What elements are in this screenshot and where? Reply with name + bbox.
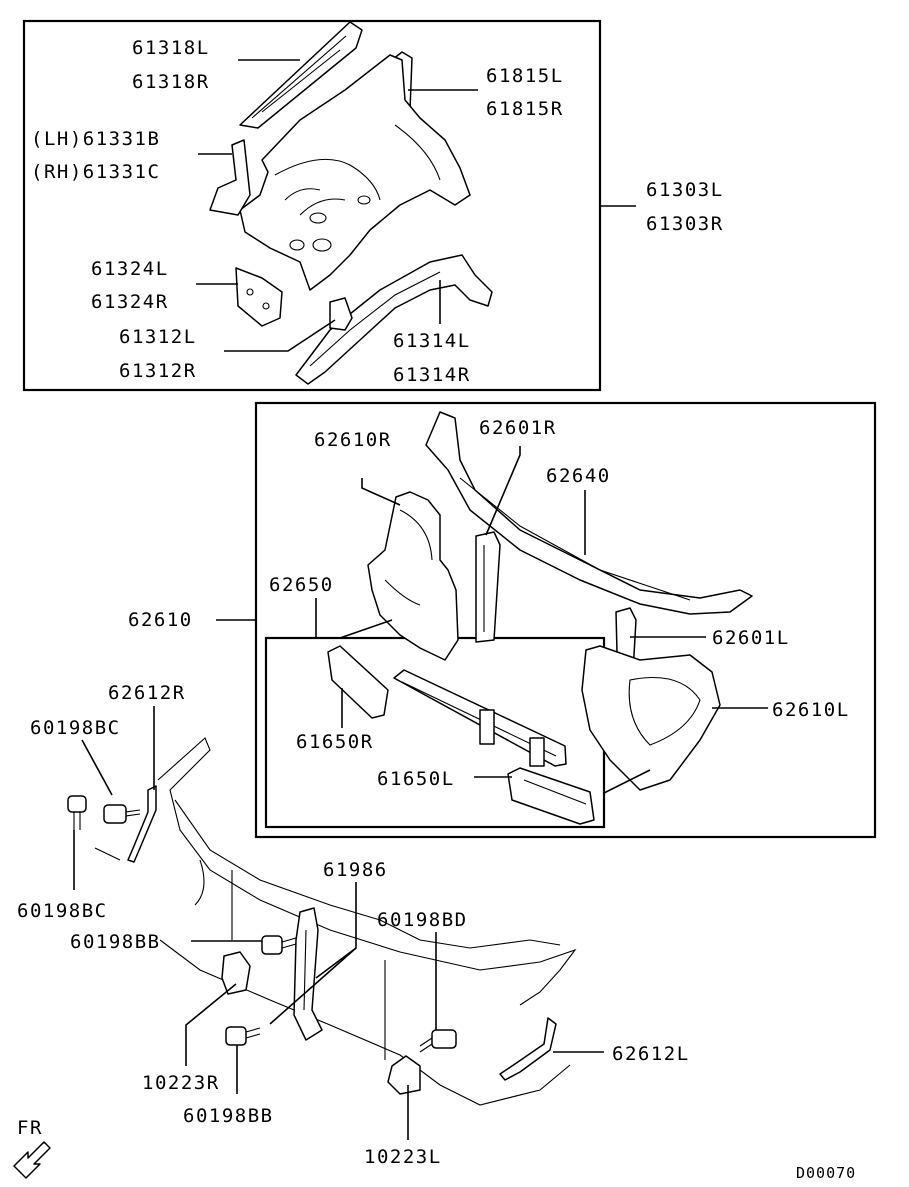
part-62640-upper-bar <box>425 411 753 615</box>
label-10223l: 10223L <box>364 1146 442 1168</box>
label-62612r: 62612R <box>108 682 186 704</box>
part-61324-plate <box>235 267 283 327</box>
part-61986-pillar <box>293 907 323 1041</box>
label-60198bb-top: 60198BB <box>70 931 161 953</box>
leader-61986-b <box>269 947 357 1025</box>
front-direction-label: FR <box>17 1117 43 1139</box>
drawing-code: D00070 <box>796 1164 856 1182</box>
label-62610: 62610 <box>128 609 193 631</box>
part-62610r-side <box>367 491 459 661</box>
label-61312r: 61312R <box>119 360 197 382</box>
label-62601r: 62601R <box>479 417 557 439</box>
part-62650-lower-bar <box>393 669 567 767</box>
leader-61986 <box>315 882 357 979</box>
label-61324l: 61324L <box>91 258 169 280</box>
label-61312l: 61312L <box>119 326 197 348</box>
label-10223r: 10223R <box>142 1072 220 1094</box>
label-61303l: 61303L <box>646 179 724 201</box>
part-61318-reinforcement <box>239 21 363 129</box>
part-10223r-bracket <box>221 951 251 995</box>
leader-10223r <box>185 983 237 1066</box>
part-62612r-strap <box>127 785 157 863</box>
part-62612l-strap <box>499 1017 557 1081</box>
label-61314l: 61314L <box>393 330 471 352</box>
part-61650l-bracket <box>507 767 595 825</box>
label-61314r: 61314R <box>393 364 471 386</box>
body-frame-outline <box>94 737 577 1106</box>
label-61318r: 61318R <box>132 71 210 93</box>
label-60198bc-top: 60198BC <box>30 717 121 739</box>
leader-61650l-extra <box>603 769 651 794</box>
label-62612l: 62612L <box>612 1043 690 1065</box>
part-61303-apron <box>239 54 471 291</box>
label-61331c: (RH)61331C <box>31 161 160 183</box>
label-61986: 61986 <box>323 859 388 881</box>
label-62610l: 62610L <box>772 699 850 721</box>
leader-61312 <box>224 319 336 352</box>
part-60198bb-bolt-bottom <box>225 1026 261 1046</box>
leader-62610r <box>361 478 401 506</box>
part-60198bc-bolt-lower <box>67 795 87 830</box>
label-60198bb-bottom: 60198BB <box>183 1105 274 1127</box>
part-60198bc-bolt-upper <box>103 804 141 824</box>
part-62601r-bracket <box>475 531 501 643</box>
part-10223l-bracket <box>387 1055 421 1095</box>
label-62640: 62640 <box>546 465 611 487</box>
leader-60198bc-upper <box>81 739 113 796</box>
label-62601l: 62601L <box>712 627 790 649</box>
label-61815r: 61815R <box>486 98 564 120</box>
part-61650r-bracket <box>327 645 389 719</box>
label-60198bd: 60198BD <box>377 909 468 931</box>
part-61331-bracket <box>209 139 251 216</box>
front-direction-arrow-icon <box>13 1141 51 1179</box>
leader-62650 <box>315 598 393 639</box>
label-61318l: 61318L <box>132 37 210 59</box>
label-61650r: 61650R <box>296 731 374 753</box>
label-60198bc-bottom: 60198BC <box>17 900 108 922</box>
leader-62601r <box>485 446 521 536</box>
part-62610l-side <box>581 645 721 791</box>
label-62650: 62650 <box>269 574 334 596</box>
label-61324r: 61324R <box>91 291 169 313</box>
part-60198bd-bolt <box>419 1029 457 1053</box>
part-61314-arch <box>295 254 493 385</box>
label-61303r: 61303R <box>646 213 724 235</box>
label-61815l: 61815L <box>486 65 564 87</box>
label-62610r: 62610R <box>314 429 392 451</box>
label-61650l: 61650L <box>377 768 455 790</box>
label-61331b: (LH)61331B <box>31 128 160 150</box>
part-60198bb-bolt-top <box>261 935 297 955</box>
